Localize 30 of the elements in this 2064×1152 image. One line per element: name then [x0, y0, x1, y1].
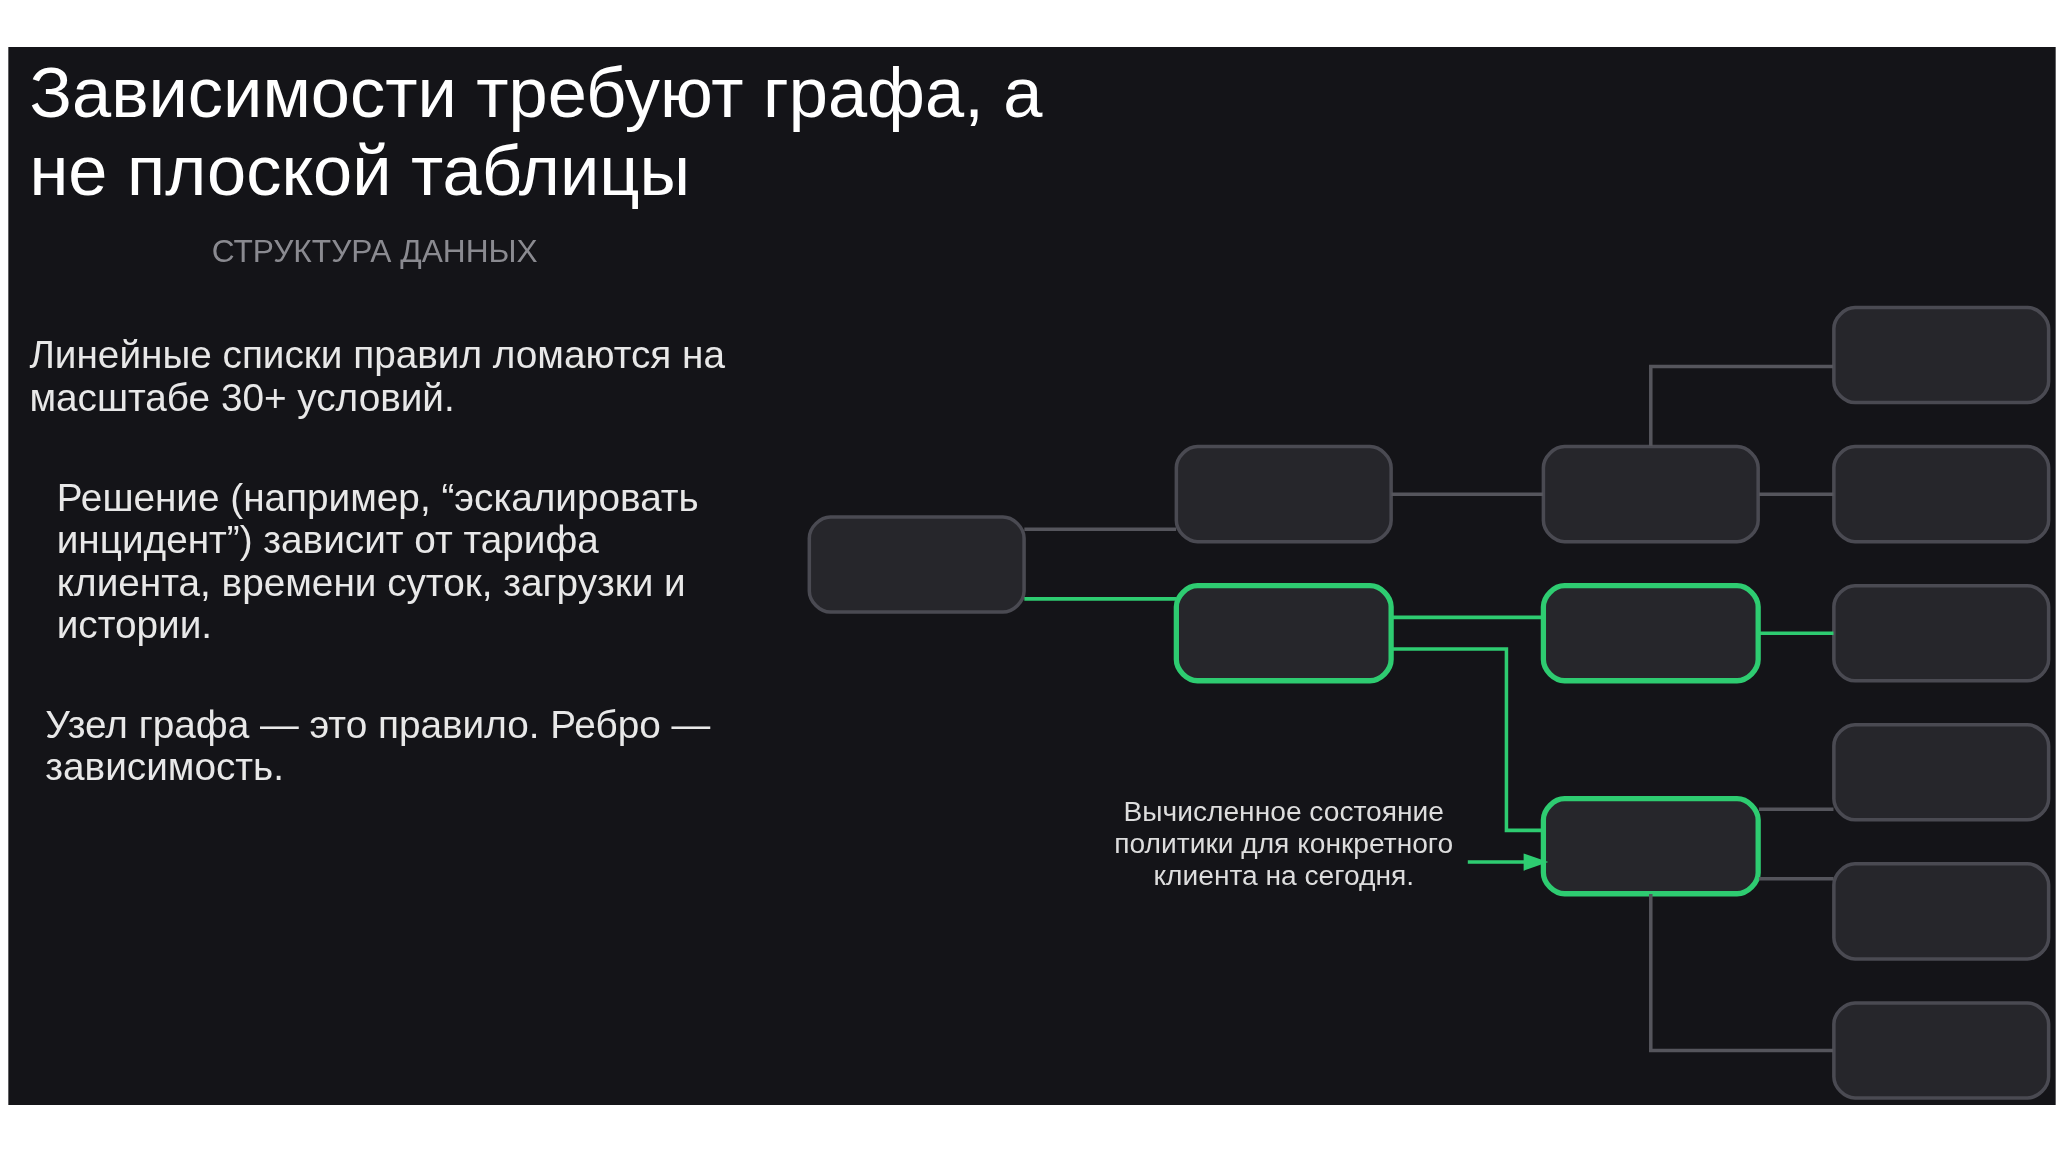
- node-box: [1832, 862, 2051, 961]
- arrow: [1467, 853, 1549, 871]
- connector: [1758, 807, 1834, 811]
- connector: [1758, 877, 1834, 881]
- node-text: Вычисленное состояние политики для конкретного клиента на сегодня.: [1114, 796, 1454, 891]
- node-box: [1541, 444, 1760, 544]
- node-box: [1832, 1001, 2051, 1100]
- node-box: [1832, 723, 2051, 822]
- node-box: [1173, 583, 1394, 684]
- connector: [1024, 597, 1177, 601]
- diagram-title: Зависимости требуют графа, а не плоской таблицы: [29, 53, 1043, 210]
- label: СТРУКТУРА ДАННЫХ: [211, 233, 538, 270]
- connector: [1649, 364, 1834, 446]
- node-box: [807, 515, 1026, 614]
- label: Линейные списки правил ломаются на масштабе 30+ условий.: [29, 333, 725, 419]
- node-box: [1540, 583, 1761, 684]
- node-box: [1832, 583, 2051, 683]
- label: Решение (например, “эскалировать инцидент”) зависит от тарифа клиента, времени суток, загрузки и истории.: [56, 476, 699, 646]
- connector: [1391, 615, 1544, 620]
- node-box: [1832, 444, 2051, 544]
- node-box: [1540, 796, 1761, 897]
- label: Узел графа — это правило. Ребро — зависимость.: [45, 703, 711, 789]
- connector: [1758, 492, 1834, 496]
- connector: [1024, 527, 1177, 532]
- node-box: [1832, 305, 2051, 405]
- node-box: [1174, 444, 1393, 544]
- connector: [1391, 647, 1543, 833]
- connector: [1758, 631, 1834, 635]
- connector: [1649, 894, 1834, 1053]
- connector: [1391, 492, 1544, 496]
